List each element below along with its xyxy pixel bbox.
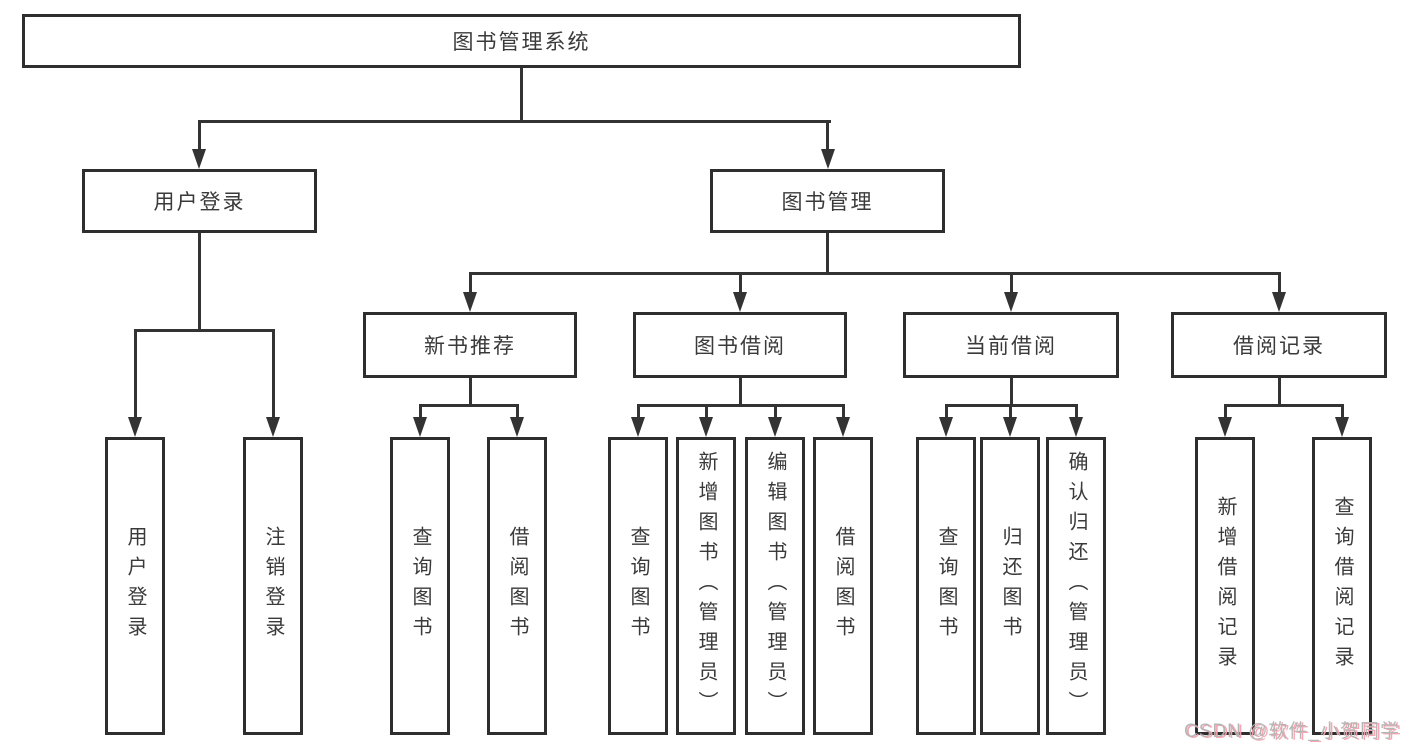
leaf-label: 查询图书 [627,526,649,646]
connector-line [773,405,777,418]
connector-line [944,405,948,418]
leaf-add-book-admin: 新增图书（管理员） [676,437,736,735]
connector-line [468,378,472,405]
arrowhead-icon [820,149,835,169]
node-book-management: 图书管理 [710,169,945,233]
node-book-borrow: 图书借阅 [633,312,847,378]
arrowhead-icon [1003,417,1017,437]
leaf-label: 确认归还（管理员） [1065,451,1087,721]
node-current-borrow: 当前借阅 [903,312,1119,378]
leaf-label: 新增图书（管理员） [695,451,717,721]
connector-line [1009,273,1013,293]
node-label: 图书借阅 [694,335,786,358]
connector-line [1340,405,1344,418]
leaf-label: 编辑图书（管理员） [764,451,786,721]
connector-line [133,330,137,418]
leaf-label: 注销登录 [262,526,284,646]
connector-line [468,273,472,293]
arrowhead-icon [510,417,524,437]
arrowhead-icon [939,417,953,437]
leaf-label: 新增借阅记录 [1214,496,1236,676]
leaf-query-book-3: 查询图书 [916,437,976,735]
connector-line [704,405,708,418]
arrowhead-icon [768,417,782,437]
leaf-borrow-book-1: 借阅图书 [487,437,547,735]
leaf-user-login: 用户登录 [105,437,165,735]
arrowhead-icon [128,417,142,437]
leaf-label: 查询图书 [935,526,957,646]
connector-line [1074,405,1078,418]
node-label: 当前借阅 [965,335,1057,358]
arrowhead-icon [192,149,206,169]
arrowhead-icon [1004,292,1018,312]
node-label: 图书管理 [781,191,874,214]
connector-line [1223,403,1344,407]
node-label: 借阅记录 [1233,335,1325,358]
leaf-label: 查询借阅记录 [1331,496,1353,676]
node-label: 图书管理系统 [452,31,591,54]
connector-line [197,233,201,330]
connector-line [515,405,519,418]
connector-line [826,121,829,149]
leaf-borrow-book-2: 借阅图书 [813,437,873,735]
connector-line [1277,378,1281,405]
arrowhead-icon [266,417,280,437]
leaf-label: 借阅图书 [832,526,854,646]
connector-line [197,119,831,123]
leaf-edit-book-admin: 编辑图书（管理员） [745,437,805,735]
arrowhead-icon [631,417,645,437]
leaf-label: 借阅图书 [506,526,528,646]
connector-line [1009,378,1013,405]
connector-line [1277,273,1281,293]
connector-line [1008,405,1012,418]
arrowhead-icon [1069,417,1083,437]
node-label: 用户登录 [153,191,246,214]
leaf-label: 归还图书 [999,526,1021,646]
arrowhead-icon [463,292,477,312]
leaf-add-borrow-record: 新增借阅记录 [1195,437,1255,735]
connector-line [271,330,275,418]
connector-line [519,68,523,121]
connector-line [738,273,742,293]
arrowhead-icon [1272,292,1286,312]
node-root-library-system: 图书管理系统 [22,14,1021,68]
leaf-confirm-return-admin: 确认归还（管理员） [1046,437,1106,735]
leaf-query-borrow-record: 查询借阅记录 [1312,437,1372,735]
arrowhead-icon [836,417,850,437]
connector-line [636,403,845,407]
connector-line [1223,405,1227,418]
node-label: 新书推荐 [424,335,516,358]
leaf-label: 查询图书 [409,526,431,646]
leaf-query-book-2: 查询图书 [608,437,668,735]
arrowhead-icon [699,417,713,437]
leaf-logout: 注销登录 [243,437,303,735]
arrowhead-icon [1218,417,1232,437]
node-user-login: 用户登录 [82,169,317,233]
connector-line [841,405,845,418]
connector-line [418,405,422,418]
watermark: CSDN @软件_小贺同学 [1184,721,1400,742]
connector-line [636,405,640,418]
arrowhead-icon [1335,417,1349,437]
arrowhead-icon [733,292,747,312]
node-borrow-record: 借阅记录 [1171,312,1387,378]
connector-line [468,271,1281,275]
connector-line [738,378,742,405]
node-new-book-recommend: 新书推荐 [363,312,577,378]
leaf-label: 用户登录 [124,526,146,646]
leaf-query-book-1: 查询图书 [390,437,450,735]
connector-line [418,403,519,407]
leaf-return-book: 归还图书 [980,437,1040,735]
arrowhead-icon [413,417,427,437]
connector-line [826,233,829,273]
connector-line [133,328,275,332]
connector-line [197,121,201,149]
